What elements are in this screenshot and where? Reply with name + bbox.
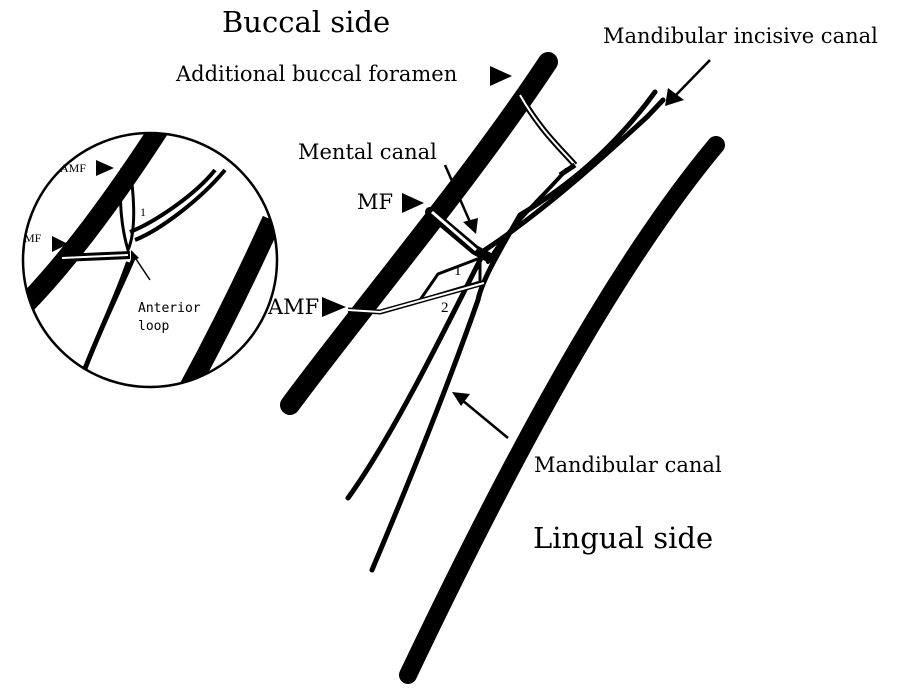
inset-anterior-loop-label: Anterior loop: [138, 300, 201, 335]
additional-buccal-foramen-pointer: [490, 66, 512, 86]
inset-mf-label: MF: [24, 232, 41, 244]
inset-magnified-view: [20, 120, 277, 395]
mandibular-canal-label: Mandibular canal: [534, 455, 722, 476]
mf-pointer: [402, 193, 424, 213]
arrow-to-mandibular-canal: [452, 392, 508, 438]
lingual-cortex-line: [408, 145, 716, 675]
amf-label: AMF: [268, 297, 319, 318]
mandibular-incisive-canal-label: Mandibular incisive canal: [603, 26, 878, 47]
arrow-to-incisive-canal: [665, 60, 710, 106]
lingual-side-label: Lingual side: [533, 524, 713, 553]
inset-loop-1-label: 1: [140, 206, 146, 218]
buccal-side-label: Buccal side: [222, 8, 390, 37]
mf-label: MF: [357, 192, 393, 213]
additional-buccal-foramen-label: Additional buccal foramen: [176, 64, 457, 85]
inset-anterior-loop-line1: Anterior: [138, 300, 201, 318]
inset-amf-label: AMF: [60, 162, 86, 174]
mental-canal-label: Mental canal: [298, 142, 437, 163]
loop-2-label: 2: [441, 301, 449, 316]
amf-pointer: [322, 297, 346, 317]
loop-1-label: 1: [454, 264, 462, 279]
inset-anterior-loop-line2: loop: [138, 318, 201, 336]
